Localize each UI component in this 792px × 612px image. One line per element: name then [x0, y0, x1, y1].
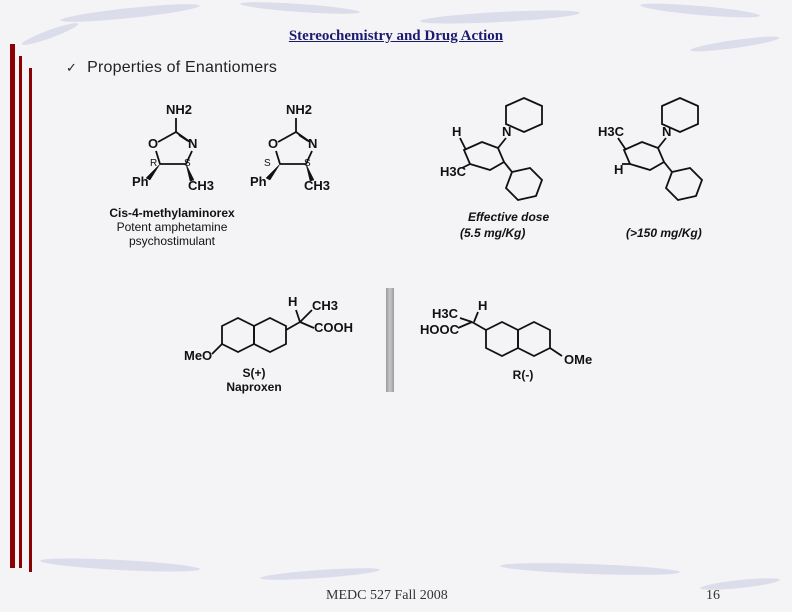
footer-course: MEDC 527 Fall 2008: [326, 588, 448, 603]
background-stroke: [59, 0, 201, 26]
methyl-label: H3C: [598, 124, 625, 139]
bullet-point: ✓ Properties of Enantiomers: [66, 59, 277, 77]
config-label: S: [184, 158, 191, 169]
methyl-label: CH3: [304, 178, 330, 193]
bullet-text: Properties of Enantiomers: [87, 59, 278, 76]
pcp-analog-left-structure: N H H3C: [440, 97, 544, 201]
background-stroke: [259, 565, 381, 583]
aminorex-line2: Potent amphetamine: [116, 220, 228, 234]
carboxyl-label: HOOC: [420, 322, 460, 337]
naproxen-s-caption: S(+) Naproxen: [206, 366, 302, 394]
amine-label: NH2: [166, 102, 192, 117]
page-number: 16: [706, 588, 720, 603]
config-label: S: [264, 158, 271, 169]
aminorex-line3: psychostimulant: [128, 234, 216, 248]
oxygen-label: O: [148, 136, 158, 151]
methoxy-label: MeO: [184, 348, 212, 363]
naproxen-name: Naproxen: [226, 380, 282, 394]
effective-dose-label: Effective dose: [468, 210, 550, 224]
methoxy-label: OMe: [564, 352, 592, 367]
effective-dose-left: (5.5 mg/Kg): [460, 226, 526, 240]
aminorex-caption: Cis-4-methylaminorex Potent amphetamine …: [92, 206, 252, 248]
oxygen-label: O: [268, 136, 278, 151]
accent-bar: [10, 44, 15, 568]
nitrogen-label: N: [188, 136, 197, 151]
hydrogen-label: H: [288, 294, 297, 309]
hydrogen-label: H: [614, 162, 623, 177]
carboxyl-label: COOH: [314, 320, 353, 335]
config-label: S: [304, 158, 311, 169]
naproxen-s-label: S(+): [242, 366, 266, 380]
phenyl-label: Ph: [250, 174, 267, 189]
background-stroke: [499, 560, 681, 578]
mirror-plane-divider: [386, 288, 394, 392]
pcp-analog-right-structure: N H3C H: [598, 97, 704, 201]
accent-bar: [19, 56, 22, 568]
hydrogen-label: H: [452, 124, 461, 139]
methyl-label: CH3: [312, 298, 338, 313]
hydrogen-label: H: [478, 298, 487, 313]
background-stroke: [239, 0, 361, 17]
background-stroke: [419, 7, 581, 27]
aminorex-right-structure: NH2 O N S S Ph CH3: [250, 102, 330, 193]
phenyl-label: Ph: [132, 174, 149, 189]
methyl-label: H3C: [440, 164, 467, 179]
checkmark-icon: ✓: [66, 60, 78, 75]
nitrogen-label: N: [502, 124, 511, 139]
methyl-label: CH3: [188, 178, 214, 193]
background-stroke: [639, 0, 761, 21]
effective-dose-right: (>150 mg/Kg): [626, 226, 702, 240]
nitrogen-label: N: [662, 124, 671, 139]
background-stroke: [39, 555, 201, 575]
aminorex-left-structure: NH2 O N R S Ph CH3: [132, 102, 214, 193]
accent-bar: [29, 68, 32, 572]
naproxen-r-structure: H3C H HOOC OMe: [420, 298, 592, 367]
aminorex-name: Cis-4-methylaminorex: [109, 206, 235, 220]
methyl-label: H3C: [432, 306, 459, 321]
amine-label: NH2: [286, 102, 312, 117]
naproxen-r-label: R(-): [512, 368, 534, 382]
config-label: R: [150, 158, 157, 169]
naproxen-s-structure: H CH3 COOH MeO: [184, 294, 353, 363]
slide-title: Stereochemistry and Drug Action: [288, 28, 504, 44]
nitrogen-label: N: [308, 136, 317, 151]
